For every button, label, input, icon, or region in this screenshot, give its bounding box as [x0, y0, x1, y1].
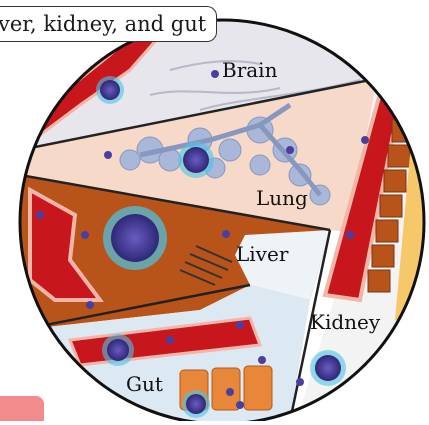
pink-corner-shape: [0, 396, 44, 421]
virus-icon-large: [103, 206, 167, 270]
label-lung: Lung: [256, 186, 308, 210]
label-kidney: Kidney: [310, 310, 380, 334]
virus-icon: [178, 142, 214, 178]
label-liver: Liver: [236, 242, 288, 266]
label-brain: Brain: [222, 58, 277, 82]
virus-icon: [182, 390, 210, 418]
label-gut: Gut: [126, 372, 163, 396]
virus-icon: [96, 76, 124, 104]
virus-icon: [102, 334, 134, 366]
caption-box: ver, kidney, and gut: [0, 6, 217, 42]
virus-icon: [310, 350, 346, 386]
caption-text: ver, kidney, and gut: [0, 12, 206, 36]
